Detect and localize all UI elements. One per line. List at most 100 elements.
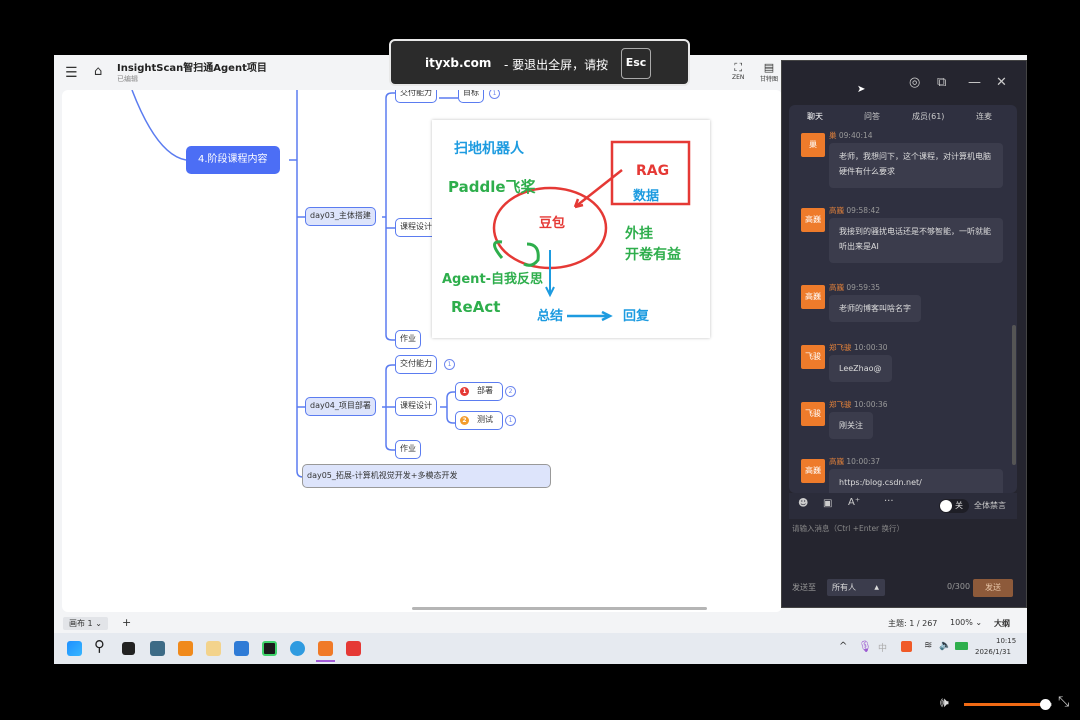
sender-name[interactable]: 巢 [829,131,837,140]
avatar[interactable]: 高巍 [801,459,825,483]
label-robot: 扫地机器人 [454,141,524,157]
deploy-count-badge[interactable]: 2 [505,386,516,397]
caret-up-icon: ▲ [874,584,879,591]
gantt-button[interactable]: ▤甘特图 [760,61,778,83]
sogou-icon[interactable] [901,641,912,652]
menu-icon[interactable]: ☰ [65,65,78,81]
sender-name[interactable]: 高巍 [829,206,844,215]
avatar[interactable]: 飞骏 [801,402,825,426]
message-input[interactable]: 请输入消息（Ctrl +Enter 换行） [792,524,905,533]
message-list[interactable]: 巢 巢 09:40:14 老师，我想问下，这个课程，对计算机电脑硬件有什么要求 … [789,127,1017,493]
test-count-badge[interactable]: 1 [505,415,516,426]
label-agent: Agent-自我反思 [442,272,544,287]
node-day03-delivery[interactable]: 交付能力 [395,90,437,103]
battery-icon[interactable] [955,642,968,650]
mindmap-canvas[interactable]: 4.阶段课程内容 day03_主体搭建 交付能力 目标 1 课程设计 作业 da… [62,90,782,612]
message-bubble: LeeZhao@ [829,355,892,382]
app-icon-waveform[interactable] [234,641,249,656]
volume-slider[interactable] [964,699,1052,710]
task-view-icon[interactable] [122,642,135,655]
zoom-level[interactable]: 100% ⌄ [950,618,982,627]
chat-scrollbar[interactable] [1012,325,1016,465]
mindmap-root-node[interactable]: 4.阶段课程内容 [186,146,280,174]
wifi-icon[interactable]: ≋ [924,640,933,651]
send-to-select[interactable]: 所有人▲ [827,579,885,596]
label-open-book: 开卷有益 [625,247,681,263]
home-icon[interactable]: ⌂ [94,64,103,79]
tab-members[interactable]: 成员(61) [912,112,945,121]
volume-knob[interactable] [1039,699,1051,710]
task-label: 部署 [477,386,493,395]
message-meta: 高巍 09:59:35 [829,282,880,293]
xmind-icon[interactable] [346,641,361,656]
chat-footer: 发送至 所有人▲ 0/300 发送 [789,577,1017,599]
sender-name[interactable]: 高巍 [829,457,844,466]
close-icon[interactable]: ✕ [996,75,1007,90]
outline-button[interactable]: 大纲 [994,619,1010,628]
node-day04-homework[interactable]: 作业 [395,440,421,459]
app-icon-classroom[interactable] [206,641,221,656]
label-paddle: Paddle飞桨 [448,178,536,196]
volume-icon[interactable]: 🕪 [940,695,949,711]
image-icon[interactable]: ▣ [823,498,833,509]
zen-label: ZEN [732,74,745,81]
tab-qa[interactable]: 问答 [864,112,880,121]
message-time: 10:00:36 [853,400,888,409]
edge-icon[interactable] [290,641,305,656]
zen-icon: ⛶ [734,61,743,74]
windows-start-icon[interactable] [67,641,82,656]
goal-count-badge[interactable]: 1 [489,90,500,99]
delivery-count-badge[interactable]: 1 [444,359,455,370]
sender-name[interactable]: 郑飞骏 [829,400,852,409]
microphone-icon[interactable]: 🎙 [858,640,872,653]
avatar[interactable]: 巢 [801,133,825,157]
search-icon[interactable]: ⚲ [94,637,105,655]
message-bubble: 刚关注 [829,412,873,439]
active-app-indicator [316,660,335,662]
pycharm-icon[interactable] [262,641,277,656]
chevron-up-icon[interactable]: ^ [839,641,848,652]
avatar[interactable]: 高巍 [801,208,825,232]
node-day03-design[interactable]: 课程设计 [395,218,437,237]
settings-icon[interactable]: ◎ [909,75,921,90]
tab-mic[interactable]: 连麦 [976,112,992,121]
avatar[interactable]: 飞骏 [801,345,825,369]
send-button[interactable]: 发送 [973,579,1013,597]
whiteboard-image[interactable]: 扫地机器人 Paddle飞桨 RAG 数据 豆包 外挂 开卷有益 Agent-自… [432,120,710,338]
document-title[interactable]: InsightScan智扫通Agent项目 [117,63,267,74]
clock-date[interactable]: 2026/1/31 [975,648,1011,656]
more-icon[interactable]: ··· [884,496,894,507]
app-icon-org-chart[interactable] [178,641,193,656]
popout-icon[interactable]: ⧉ [937,75,947,90]
zen-button[interactable]: ⛶ZEN [732,61,744,81]
minimize-icon[interactable]: — [968,75,981,90]
char-count: 0/300 [947,582,971,591]
node-day04-delivery[interactable]: 交付能力 [395,355,437,374]
avatar[interactable]: 高巍 [801,285,825,309]
canvas-tab[interactable]: 画布 1 ⌄ [63,617,108,630]
sender-name[interactable]: 郑飞骏 [829,343,852,352]
tab-chat[interactable]: 聊天 [807,112,823,121]
gantt-label: 甘特图 [760,76,779,83]
node-day03[interactable]: day03_主体搭建 [305,207,376,226]
speaker-icon[interactable]: 🔈 [939,640,952,651]
node-day05[interactable]: day05_拓展-计算机视觉开发+多模态开发 [302,464,551,488]
add-canvas-button[interactable]: + [122,616,132,629]
mute-toggle[interactable]: 关 [939,499,969,513]
sender-name[interactable]: 高巍 [829,283,844,292]
app-icon-cloud[interactable] [318,641,333,656]
node-day03-homework[interactable]: 作业 [395,330,421,349]
node-day03-goal[interactable]: 目标 [458,90,484,103]
node-day04-design[interactable]: 课程设计 [395,397,437,416]
clock-time[interactable]: 10:15 [996,637,1017,645]
ime-indicator[interactable]: 中 [878,644,888,654]
horizontal-scrollbar[interactable] [412,607,707,610]
font-size-icon[interactable]: A⁺ [848,497,861,508]
message-time: 10:00:37 [846,457,881,466]
node-day04[interactable]: day04_项目部署 [305,397,376,416]
exit-fullscreen-icon[interactable]: ⤡ [1058,694,1070,710]
emoji-icon[interactable]: ☻ [798,498,809,509]
app-icon-landscape[interactable] [150,641,165,656]
